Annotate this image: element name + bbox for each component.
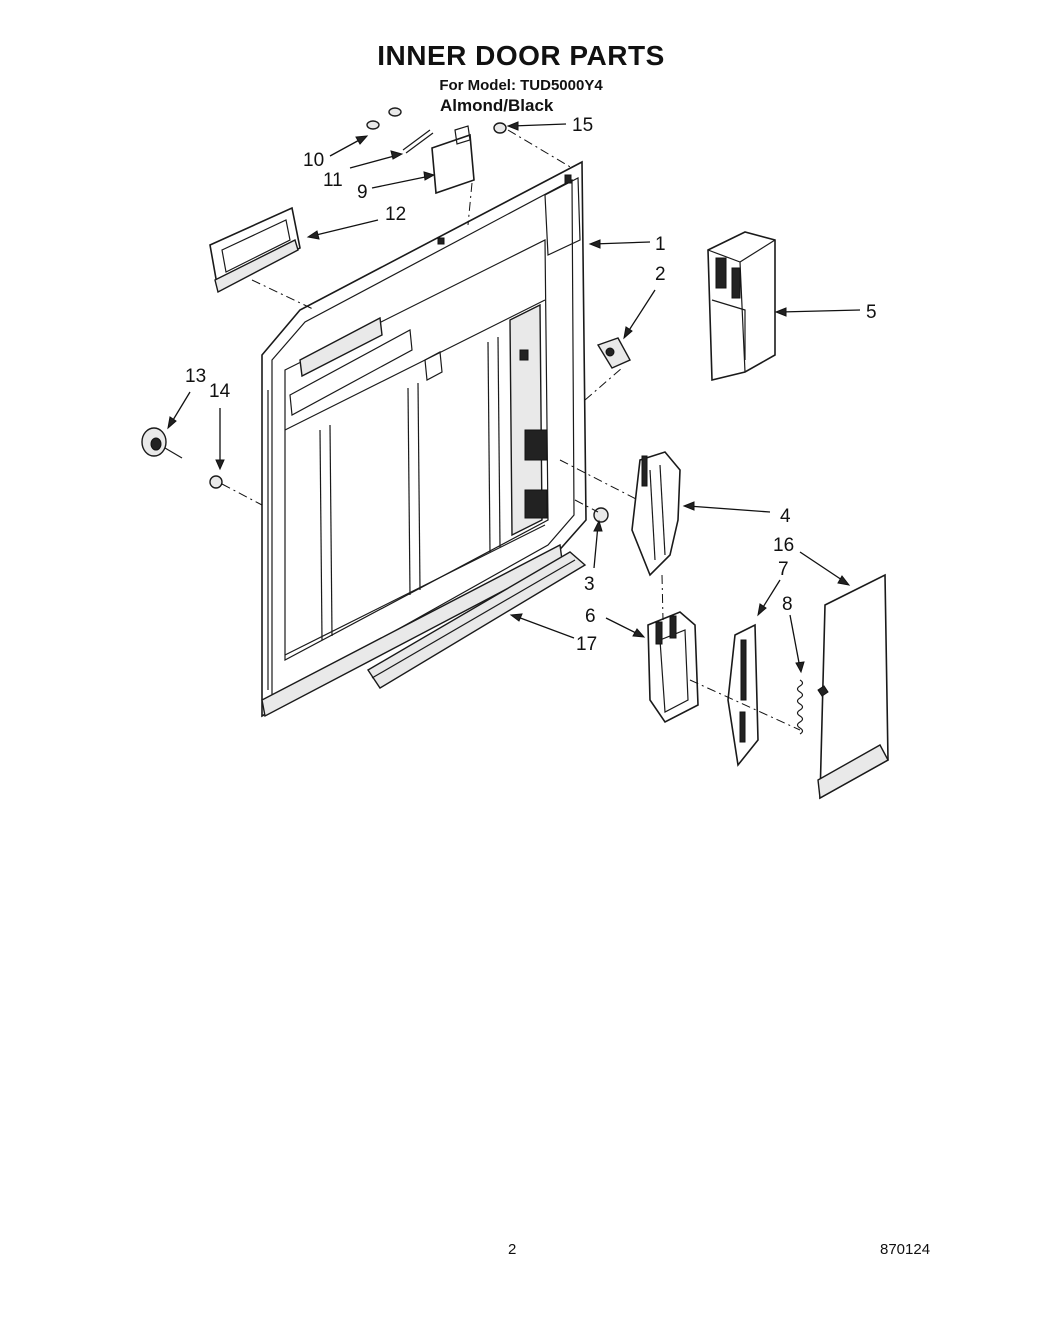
callout-labels: 1 2 3 4 5 6 7 8 9 10 11 12 13 14 15 16 1… (185, 115, 877, 655)
door-bumper (593, 507, 609, 523)
callout-6: 6 (585, 606, 596, 627)
callout-3: 3 (584, 574, 595, 595)
callout-7: 7 (778, 559, 789, 580)
callout-4: 4 (780, 506, 791, 527)
callout-1: 1 (655, 234, 666, 255)
callout-14: 14 (209, 381, 231, 402)
callout-9: 9 (357, 182, 368, 203)
latch-housing (707, 231, 776, 382)
color-variant: Almond/Black (440, 96, 554, 115)
handle-knob-assembly (141, 427, 223, 489)
latch-cover (817, 573, 889, 800)
callout-17: 17 (576, 634, 597, 655)
page-title: INNER DOOR PARTS (377, 40, 665, 71)
control-bracket (209, 206, 301, 294)
callout-2: 2 (655, 264, 666, 285)
callout-8: 8 (782, 594, 793, 615)
inner-door-panel (261, 160, 587, 718)
callout-13: 13 (185, 366, 206, 387)
latch-spring (796, 679, 804, 735)
callout-5: 5 (866, 302, 877, 323)
callout-16: 16 (773, 535, 794, 556)
callout-11: 11 (323, 170, 343, 191)
leader-lines (167, 121, 861, 674)
callout-10: 10 (303, 150, 324, 171)
bottom-trim-strip (367, 551, 587, 689)
slide-plate (727, 623, 759, 767)
document-code: 870124 (880, 1241, 931, 1258)
callout-12: 12 (385, 204, 406, 225)
vent-cover-cluster (366, 107, 507, 195)
door-clip (596, 337, 631, 369)
page-number: 2 (508, 1241, 517, 1258)
alignment-lines (221, 129, 801, 731)
model-line: For Model: TUD5000Y4 (439, 77, 603, 94)
latch-lever (631, 451, 681, 577)
callout-15: 15 (572, 115, 593, 136)
latch-body (647, 611, 699, 724)
